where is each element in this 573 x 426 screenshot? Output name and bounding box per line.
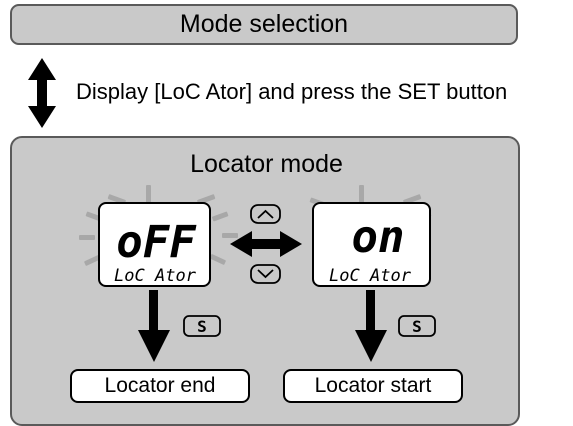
up-key-icon xyxy=(250,204,281,224)
mode-selection-box: Mode selection xyxy=(10,4,518,45)
down-arrow-right-icon xyxy=(355,290,387,362)
down-arrow-left-icon xyxy=(138,290,170,362)
mode-selection-label: Mode selection xyxy=(179,10,349,38)
lcd-main-text: oFF xyxy=(116,217,197,268)
lcd-display-off: oFF LoC Ator xyxy=(79,185,238,287)
lcd-sub-text: LoC Ator xyxy=(114,266,197,286)
instruction-text: Display [LoC Ator] and press the SET but… xyxy=(76,79,508,104)
horizontal-double-arrow-icon xyxy=(230,231,302,257)
lcd-display-on: on LoC Ator xyxy=(309,185,432,287)
lcd-sub-text: LoC Ator xyxy=(329,266,412,286)
down-key-icon xyxy=(250,264,281,284)
lcd-main-text: on xyxy=(352,212,405,263)
locator-end-box: Locator end xyxy=(70,369,250,403)
set-key-label: S xyxy=(197,317,207,336)
set-key-right-icon: S xyxy=(398,315,436,337)
set-key-label: S xyxy=(412,317,422,336)
locator-mode-title: Locator mode xyxy=(190,150,343,178)
locator-end-label: Locator end xyxy=(104,374,216,397)
set-key-left-icon: S xyxy=(183,315,221,337)
vertical-double-arrow-icon xyxy=(28,58,56,128)
locator-start-box: Locator start xyxy=(283,369,463,403)
locator-start-label: Locator start xyxy=(314,374,432,397)
